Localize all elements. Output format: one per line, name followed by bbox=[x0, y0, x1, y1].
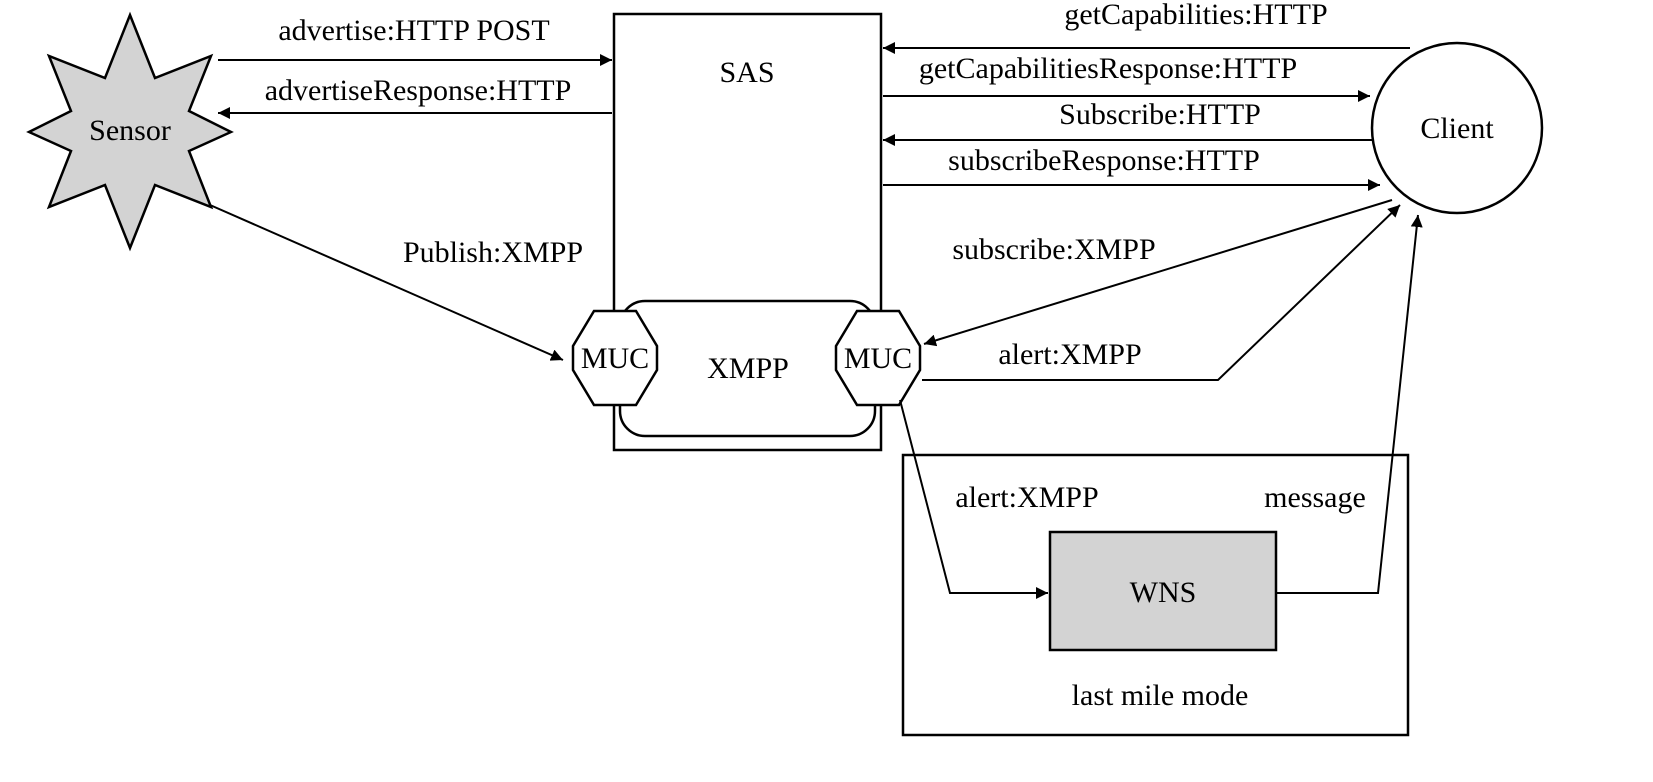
xmpp-label: XMPP bbox=[707, 352, 789, 385]
alert-client-arrow bbox=[922, 204, 1401, 381]
wns-node: WNS bbox=[1048, 530, 1278, 652]
advertise-response-label: advertiseResponse:HTTP bbox=[265, 74, 572, 107]
sas-label: SAS bbox=[719, 56, 774, 89]
last-mile-group: last mile mode bbox=[901, 453, 1410, 737]
client-circle bbox=[1370, 41, 1544, 215]
muc-left-label: MUC bbox=[581, 342, 649, 375]
message-label: message bbox=[1264, 481, 1366, 514]
xmpp-node: XMPP bbox=[618, 299, 877, 438]
get-capabilities-response-label: getCapabilitiesResponse:HTTP bbox=[919, 52, 1297, 85]
sensor-node: Sensor bbox=[26, 11, 234, 252]
muc-right-hexagon bbox=[834, 309, 922, 407]
muc-left-hexagon bbox=[571, 309, 659, 407]
muc-left-node: MUC bbox=[571, 309, 659, 407]
subscribe-xmpp-arrow bbox=[923, 199, 1393, 347]
alert-client-label: alert:XMPP bbox=[998, 338, 1141, 371]
client-node: Client bbox=[1370, 41, 1544, 215]
wns-box bbox=[1048, 530, 1278, 652]
last-mile-label: last mile mode bbox=[1072, 679, 1249, 712]
advertise-label: advertise:HTTP POST bbox=[278, 14, 549, 47]
wns-label: WNS bbox=[1130, 576, 1197, 609]
alert-wns-arrow bbox=[899, 399, 1048, 599]
last-mile-box bbox=[901, 453, 1410, 737]
client-label: Client bbox=[1420, 112, 1494, 145]
get-capabilities-label: getCapabilities:HTTP bbox=[1064, 0, 1327, 31]
publish-arrow bbox=[209, 204, 564, 361]
subscribe-response-label: subscribeResponse:HTTP bbox=[948, 144, 1260, 177]
subscribe-http-label: Subscribe:HTTP bbox=[1059, 98, 1261, 131]
muc-right-label: MUC bbox=[844, 342, 912, 375]
message-arrow bbox=[1276, 214, 1423, 594]
publish-label: Publish:XMPP bbox=[403, 236, 583, 269]
subscribe-xmpp-label: subscribe:XMPP bbox=[952, 233, 1155, 266]
alert-wns-label: alert:XMPP bbox=[955, 481, 1098, 514]
sensor-star-shape bbox=[26, 11, 234, 252]
sensor-label: Sensor bbox=[89, 114, 171, 147]
muc-right-node: MUC bbox=[834, 309, 922, 407]
